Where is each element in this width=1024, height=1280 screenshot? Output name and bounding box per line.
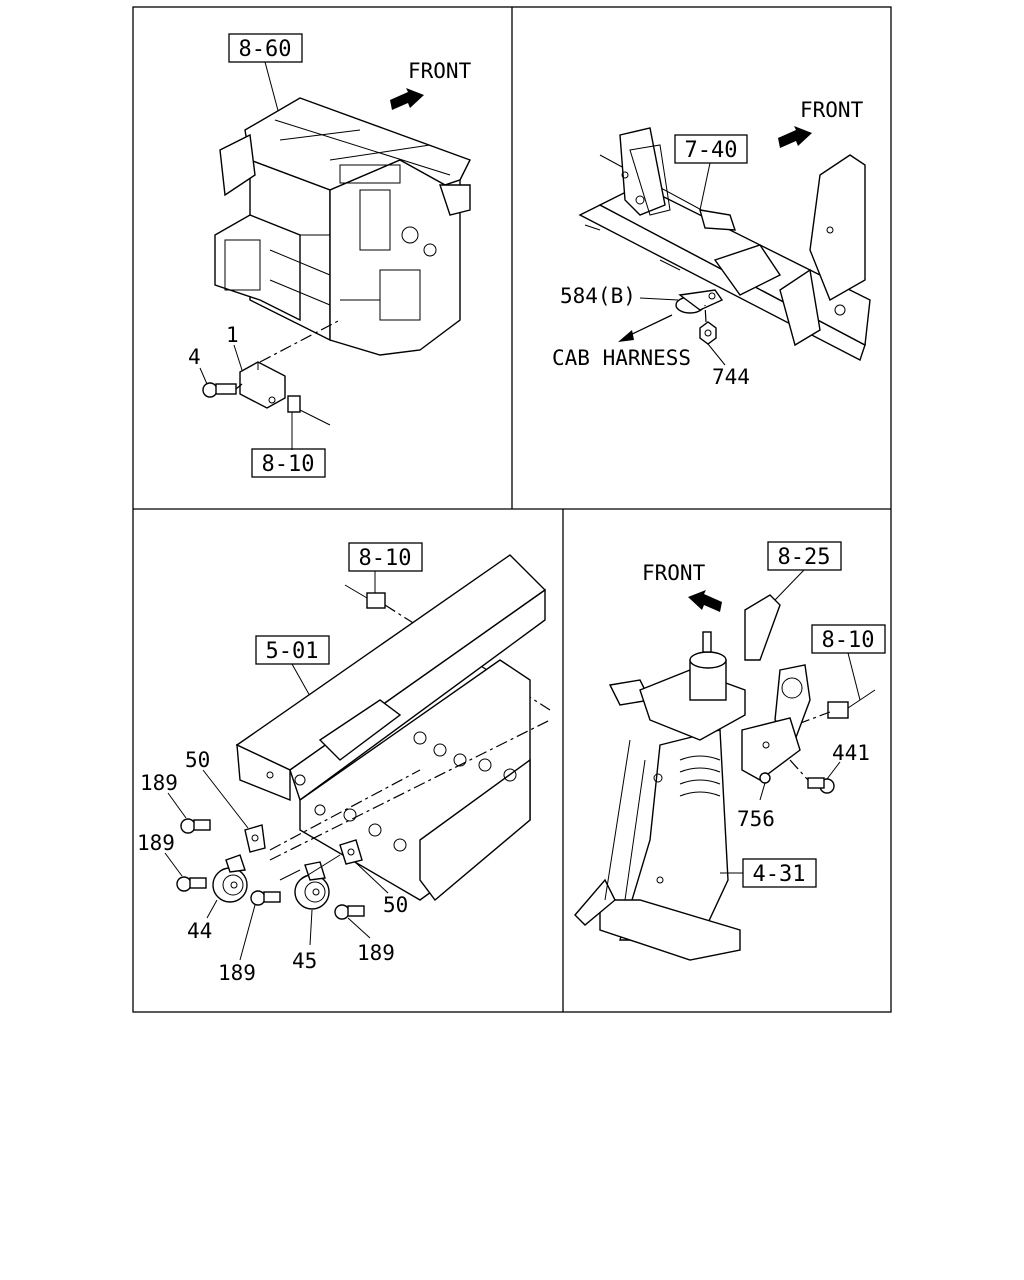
bracket-50-left[interactable]	[244, 824, 266, 853]
callout-50-a: 50	[185, 748, 210, 772]
ref-box-8-10-br[interactable]: 8-10	[811, 624, 886, 654]
ref-box-8-10-bl[interactable]: 8-10	[348, 542, 423, 572]
grommet-part[interactable]	[675, 289, 724, 314]
ref-box-8-60[interactable]: 8-60	[228, 33, 303, 63]
cross-member-illustration	[578, 127, 871, 361]
svg-text:8-25: 8-25	[778, 545, 831, 570]
callout-189-b: 189	[137, 831, 175, 855]
ref-box-4-31[interactable]: 4-31	[742, 858, 817, 888]
bolt-189-icon-d[interactable]	[334, 904, 365, 920]
front-arrow-icon-3	[688, 590, 722, 612]
callout-44: 44	[187, 919, 212, 943]
front-arrow-icon-2	[778, 126, 812, 148]
frame-rail-illustration	[235, 554, 547, 902]
bracket-756-part[interactable]	[741, 717, 801, 784]
callout-189-c: 189	[218, 961, 256, 985]
horn-44-part[interactable]	[212, 854, 248, 903]
callout-45: 45	[292, 949, 317, 973]
bolt-189-icon-a[interactable]	[180, 818, 211, 834]
callout-584b: 584(B)	[560, 284, 636, 308]
panel-bottom-left: 8-10 5-01	[137, 542, 551, 985]
svg-text:8-10: 8-10	[822, 628, 875, 653]
callout-756: 756	[737, 807, 775, 831]
control-module-part[interactable]	[239, 361, 286, 409]
svg-text:8-60: 8-60	[239, 37, 292, 62]
horn-45-part[interactable]	[294, 861, 330, 910]
leader-line	[233, 344, 243, 371]
cab-harness-label: CAB HARNESS	[552, 346, 691, 370]
panel-top-right: FRONT 7-40	[552, 98, 871, 389]
callout-441: 441	[832, 741, 870, 765]
connector-icon-bl	[344, 584, 386, 609]
panel-top-left: 8-60 FRONT	[188, 33, 472, 478]
connector-icon-br	[827, 689, 876, 719]
svg-text:8-10: 8-10	[359, 546, 412, 571]
bolt-4-icon[interactable]	[202, 382, 237, 398]
front-label: FRONT	[408, 59, 472, 83]
steering-column-illustration	[574, 594, 811, 961]
bolt-441-icon[interactable]	[807, 777, 835, 794]
ref-box-7-40[interactable]: 7-40	[674, 134, 748, 164]
bolt-189-icon-b[interactable]	[176, 876, 207, 892]
front-label-2: FRONT	[800, 98, 864, 122]
diagram-frame	[132, 6, 892, 1013]
bracket-50-right[interactable]	[339, 839, 363, 865]
callout-189-d: 189	[357, 941, 395, 965]
bolt-189-icon-c[interactable]	[250, 890, 281, 906]
front-label-3: FRONT	[642, 561, 706, 585]
callout-4: 4	[188, 345, 201, 369]
svg-text:7-40: 7-40	[685, 138, 738, 163]
heater-unit-illustration	[214, 97, 471, 356]
callout-189-a: 189	[140, 771, 178, 795]
ref-box-8-10-top[interactable]: 8-10	[251, 448, 326, 478]
ref-box-5-01[interactable]: 5-01	[255, 635, 330, 665]
svg-text:8-10: 8-10	[262, 452, 315, 477]
svg-text:4-31: 4-31	[753, 862, 806, 887]
nut-744-icon[interactable]	[699, 321, 717, 345]
svg-text:5-01: 5-01	[266, 639, 319, 664]
panel-bottom-right: FRONT 8-25 8-10	[574, 541, 886, 961]
leader-line	[264, 61, 281, 119]
ref-box-8-25[interactable]: 8-25	[767, 541, 842, 571]
callout-50-b: 50	[383, 893, 408, 917]
callout-1: 1	[226, 323, 239, 347]
connector-icon	[287, 395, 331, 426]
callout-744: 744	[712, 365, 750, 389]
leader-line	[199, 367, 208, 385]
front-arrow-icon	[390, 88, 424, 110]
